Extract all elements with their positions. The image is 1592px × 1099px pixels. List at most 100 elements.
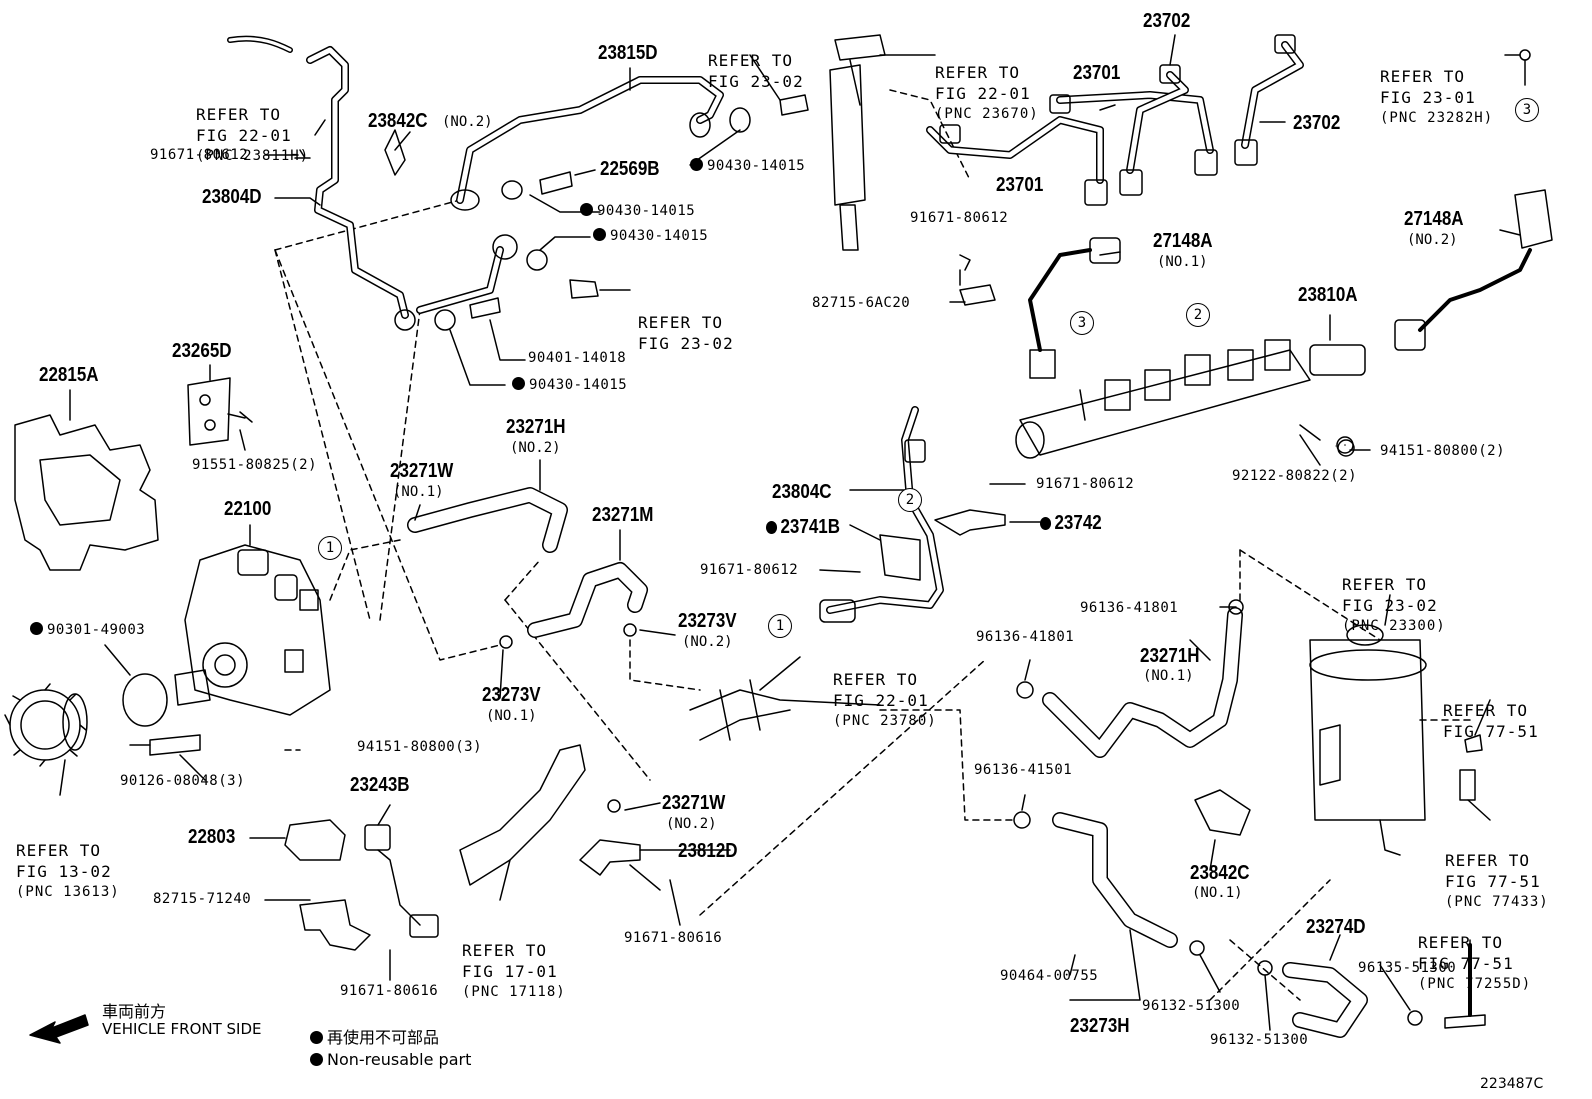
pn-90430-14015-d: 90430-14015 — [512, 377, 627, 393]
part-label-23815D: 23815D — [598, 42, 658, 64]
part-label-23812D: 23812D — [678, 840, 738, 862]
pn-96132-51300-a: 96132-51300 — [1142, 998, 1241, 1014]
part-sub-23273V-no1: (NO.1) — [486, 708, 537, 724]
marker-3-a: 3 — [1515, 98, 1539, 122]
part-sub-23271H-no1: (NO.1) — [1143, 668, 1194, 684]
marker-2-a: 2 — [1186, 303, 1210, 327]
injector-shape — [829, 34, 886, 251]
part-label-23271W-no2: 23271W — [662, 792, 726, 814]
supply-pump-shape — [174, 544, 331, 716]
pn-90464-00755: 90464-00755 — [1000, 968, 1099, 984]
pump-gear-shape — [4, 683, 88, 767]
part-label-23274D: 23274D — [1306, 916, 1366, 938]
dashed-leaders — [274, 89, 1471, 1001]
pn-92122-80822: 92122-80822(2) — [1232, 468, 1358, 484]
legend-front-en: VEHICLE FRONT SIDE — [102, 1020, 262, 1038]
pn-91671-80616-b: 91671-80616 — [624, 930, 723, 946]
o-ring-shape — [122, 673, 168, 727]
front-arrow-shape — [29, 1014, 89, 1044]
part-sub-23271H-no2: (NO.2) — [510, 440, 561, 456]
pn-91671-80612-d: 91671-80612 — [700, 562, 799, 578]
marker-1-b: 1 — [768, 614, 792, 638]
part-label-23243B: 23243B — [350, 774, 410, 796]
pn-90301-49003: 90301-49003 — [30, 622, 145, 638]
pn-94151-80800-3: 94151-80800(3) — [357, 739, 483, 755]
pn-82715-71240: 82715-71240 — [153, 891, 252, 907]
part-label-23271W-no1: 23271W — [390, 460, 454, 482]
part-label-23701-a: 23701 — [1073, 62, 1121, 84]
part-label-23265D: 23265D — [172, 340, 232, 362]
part-label-23701-b: 23701 — [996, 174, 1044, 196]
part-label-23741B: 23741B — [766, 516, 840, 538]
stud-shape — [149, 734, 201, 756]
part-label-23702-b: 23702 — [1293, 112, 1341, 134]
part-label-22815A: 22815A — [39, 364, 99, 386]
part-sub-23842C-no1: (NO.1) — [1192, 885, 1243, 901]
pn-90126-08048: 90126-08048(3) — [120, 773, 246, 789]
pn-91671-80612-a: 91671-80612 — [150, 147, 249, 163]
pn-96136-41801-a: 96136-41801 — [1080, 600, 1179, 616]
part-label-23273H: 23273H — [1070, 1015, 1130, 1037]
part-label-23842C-no2: 23842C — [368, 110, 428, 132]
part-label-22803: 22803 — [188, 826, 236, 848]
legend-front-jp: 車両前方 — [102, 1002, 167, 1021]
marker-2-b: 2 — [898, 488, 922, 512]
part-label-27148A-no2: 27148A — [1404, 208, 1464, 230]
part-sub-23271W-no1: (NO.1) — [393, 484, 444, 500]
pn-90430-14015-c: 90430-14015 — [593, 228, 708, 244]
pn-90430-14015-a: 90430-14015 — [690, 158, 805, 174]
diagram-id: 223487C — [1480, 1076, 1544, 1092]
pn-90401-14018: 90401-14018 — [528, 350, 627, 366]
part-label-23271H-no1: 23271H — [1140, 645, 1200, 667]
legend-nonreuse-jp: 再使用不可部品 — [310, 1024, 439, 1048]
fuel-filter-shape — [1309, 624, 1427, 856]
pn-91671-80612-c: 91671-80612 — [1036, 476, 1135, 492]
legend-nonreuse-en: Non-reusable part — [310, 1050, 471, 1069]
part-sub-23271W-no2: (NO.2) — [666, 816, 717, 832]
part-label-23271M: 23271M — [592, 504, 654, 526]
pn-82715-6AC20: 82715-6AC20 — [812, 295, 911, 311]
part-label-23810A: 23810A — [1298, 284, 1358, 306]
part-label-23271H-no2: 23271H — [506, 416, 566, 438]
common-rail-shape — [1015, 339, 1366, 459]
pn-96132-51300-b: 96132-51300 — [1210, 1032, 1309, 1048]
pn-96136-41801-b: 96136-41801 — [976, 629, 1075, 645]
part-label-22569B: 22569B — [600, 158, 660, 180]
part-label-22100: 22100 — [224, 498, 272, 520]
part-label-23842C-no1: 23842C — [1190, 862, 1250, 884]
part-sub-23842C-no2: (NO.2) — [442, 114, 493, 130]
pn-90430-14015-b: 90430-14015 — [580, 203, 695, 219]
part-label-23742: 23742 — [1040, 512, 1102, 534]
part-label-23804D: 23804D — [202, 186, 262, 208]
part-sub-27148A-no1: (NO.1) — [1157, 254, 1208, 270]
leader-lines — [59, 34, 1521, 1031]
engine-block-shape — [14, 414, 159, 571]
pn-91551-80825: 91551-80825(2) — [192, 457, 318, 473]
part-label-23273V-no2: 23273V — [678, 610, 737, 632]
part-sub-23273V-no2: (NO.2) — [682, 634, 733, 650]
part-sub-27148A-no2: (NO.2) — [1407, 232, 1458, 248]
marker-1-a: 1 — [318, 536, 342, 560]
pn-96136-41501: 96136-41501 — [974, 762, 1073, 778]
part-label-23702-a: 23702 — [1143, 10, 1191, 32]
pn-91671-80612-b: 91671-80612 — [910, 210, 1009, 226]
pn-94151-80800-2: 94151-80800(2) — [1380, 443, 1506, 459]
part-label-23273V-no1: 23273V — [482, 684, 541, 706]
part-label-23804C: 23804C — [772, 481, 832, 503]
part-label-27148A-no1: 27148A — [1153, 230, 1213, 252]
marker-3-b: 3 — [1070, 311, 1094, 335]
